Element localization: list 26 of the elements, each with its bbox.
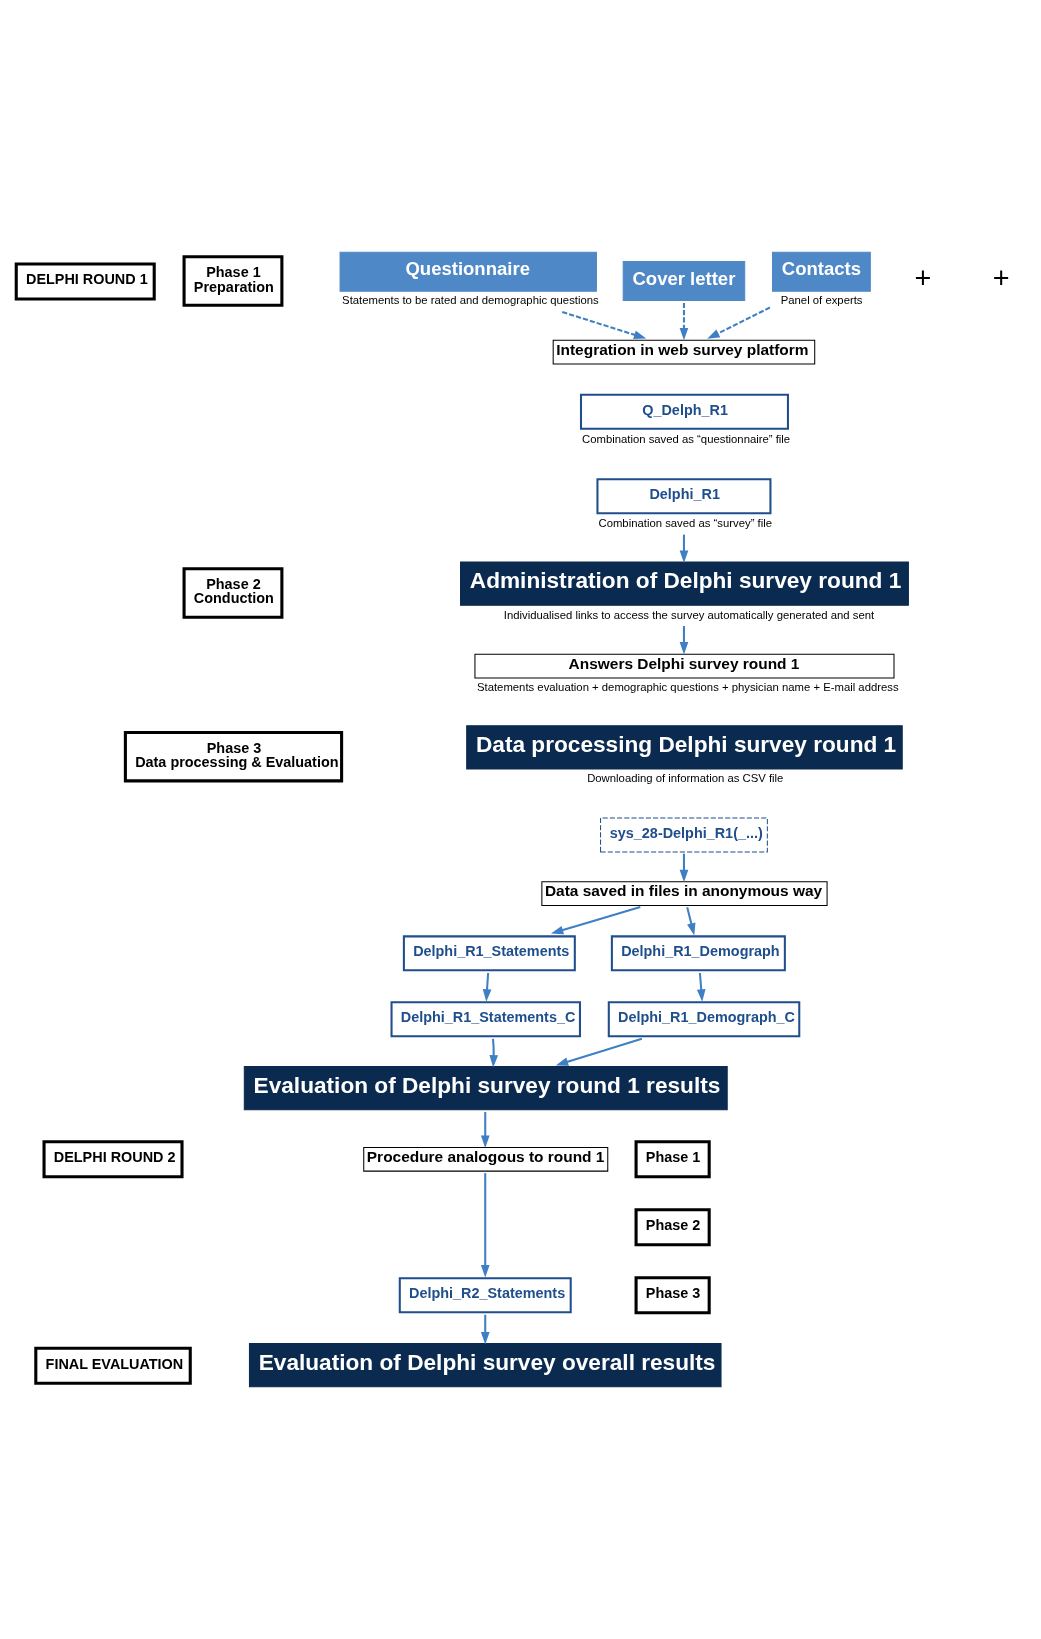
arrow (679, 302, 689, 341)
arrow (480, 1173, 490, 1278)
node-label: Individualised links to access the survey automatically generated and sent (503, 608, 875, 621)
node-box: Integration in web survey platform (552, 339, 816, 365)
node-box: Data saved in files in anonymous way (541, 881, 828, 906)
node-box: Procedure analogous to round 1 (363, 1146, 609, 1172)
arrow (707, 306, 771, 339)
arrow (482, 972, 492, 1002)
arrow (696, 972, 706, 1002)
arrow (686, 907, 696, 936)
arrow (480, 1112, 490, 1148)
arrow (679, 626, 689, 655)
node-label: Panel of experts (780, 294, 863, 307)
label: + (914, 262, 932, 295)
node-label: Statements evaluation + demographic questions + physician name + E-mail address (477, 681, 899, 694)
node-label: Combination saved as “questionnaire” file (582, 432, 791, 445)
node-label: Downloading of information as CSV file (587, 772, 784, 785)
node-label: Combination saved as “survey” file (598, 517, 773, 530)
arrow (480, 1314, 490, 1345)
arrow (489, 1038, 499, 1068)
arrow (679, 853, 689, 883)
arrow (561, 311, 647, 339)
arrow (679, 534, 689, 563)
label: + (992, 262, 1010, 295)
node-box: Answers Delphi survey round 1 (474, 653, 895, 679)
node-label: Statements to be rated and demographic questions (342, 294, 599, 307)
